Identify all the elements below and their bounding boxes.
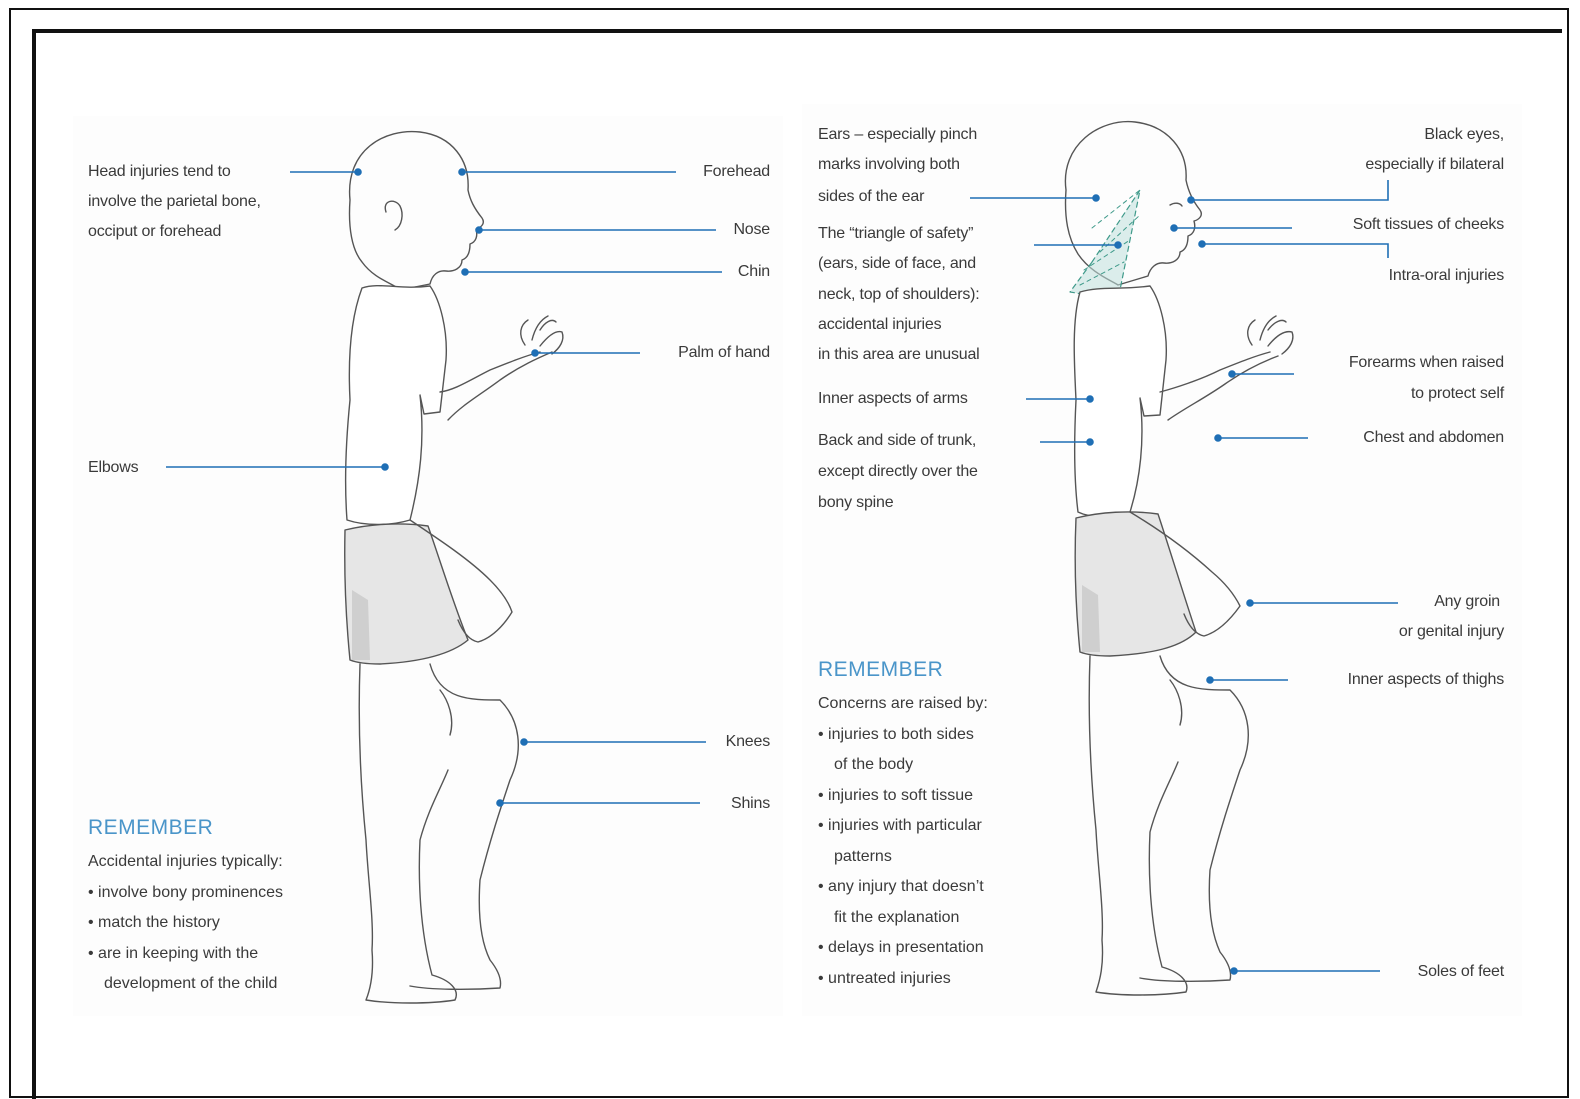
right-remember-item: patterns — [818, 842, 988, 873]
label-cheeks: Soft tissues of cheeks — [1280, 210, 1504, 240]
right-remember-item: • injuries to soft tissue — [818, 781, 988, 812]
label-head-injuries-1: Head injuries tend to — [88, 157, 231, 187]
right-remember-item: • injuries with particular — [818, 811, 988, 842]
right-remember-item: • delays in presentation — [818, 933, 988, 964]
left-remember-list: Accidental injuries typically: • involve… — [88, 847, 283, 1000]
left-remember-item: • match the history — [88, 908, 283, 939]
label-triangle-5: in this area are unusual — [818, 340, 980, 370]
left-remember-title: REMEMBER — [88, 816, 213, 840]
label-triangle-2: (ears, side of face, and — [818, 249, 976, 279]
label-inner-thighs: Inner aspects of thighs — [1280, 665, 1504, 695]
label-chin: Chin — [620, 257, 770, 287]
label-triangle-3: neck, top of shoulders): — [818, 280, 980, 310]
label-trunk-2: except directly over the — [818, 457, 978, 487]
left-remember-item: • involve bony prominences — [88, 878, 283, 909]
label-inner-arms: Inner aspects of arms — [818, 384, 968, 414]
right-remember-item: • injuries to both sides — [818, 720, 988, 751]
label-triangle-1: The “triangle of safety” — [818, 219, 973, 249]
right-remember-intro: Concerns are raised by: — [818, 689, 988, 720]
label-black-eyes-2: especially if bilateral — [1280, 150, 1504, 180]
left-remember-item: development of the child — [88, 969, 283, 1000]
label-triangle-4: accidental injuries — [818, 310, 941, 340]
right-remember-item: • any injury that doesn’t — [818, 872, 988, 903]
right-remember-item: fit the explanation — [818, 903, 988, 934]
label-ears-1: Ears – especially pinch — [818, 120, 977, 150]
label-knees: Knees — [620, 727, 770, 757]
label-black-eyes-1: Black eyes, — [1280, 120, 1504, 150]
left-remember-intro: Accidental injuries typically: — [88, 847, 283, 878]
label-groin-1: Any groin — [1280, 587, 1500, 617]
label-forearms-2: to protect self — [1280, 379, 1504, 409]
label-chest-abdomen: Chest and abdomen — [1280, 423, 1504, 453]
label-palm-of-hand: Palm of hand — [600, 338, 770, 368]
label-forehead: Forehead — [620, 157, 770, 187]
label-ears-3: sides of the ear — [818, 182, 924, 212]
left-remember-item: • are in keeping with the — [88, 939, 283, 970]
right-remember-list: Concerns are raised by: • injuries to bo… — [818, 689, 988, 994]
label-groin-2: or genital injury — [1280, 617, 1504, 647]
label-head-injuries-2: involve the parietal bone, — [88, 187, 261, 217]
label-ears-2: marks involving both — [818, 150, 960, 180]
label-soles-of-feet: Soles of feet — [1280, 957, 1504, 987]
label-head-injuries-3: occiput or forehead — [88, 217, 221, 247]
label-elbows: Elbows — [88, 453, 138, 483]
right-remember-item: of the body — [818, 750, 988, 781]
label-trunk-1: Back and side of trunk, — [818, 426, 976, 456]
label-nose: Nose — [620, 215, 770, 245]
right-remember-title: REMEMBER — [818, 658, 943, 682]
label-forearms-1: Forearms when raised — [1280, 348, 1504, 378]
label-intra-oral: Intra-oral injuries — [1280, 261, 1504, 291]
label-trunk-3: bony spine — [818, 488, 893, 518]
right-remember-item: • untreated injuries — [818, 964, 988, 995]
label-shins: Shins — [620, 789, 770, 819]
